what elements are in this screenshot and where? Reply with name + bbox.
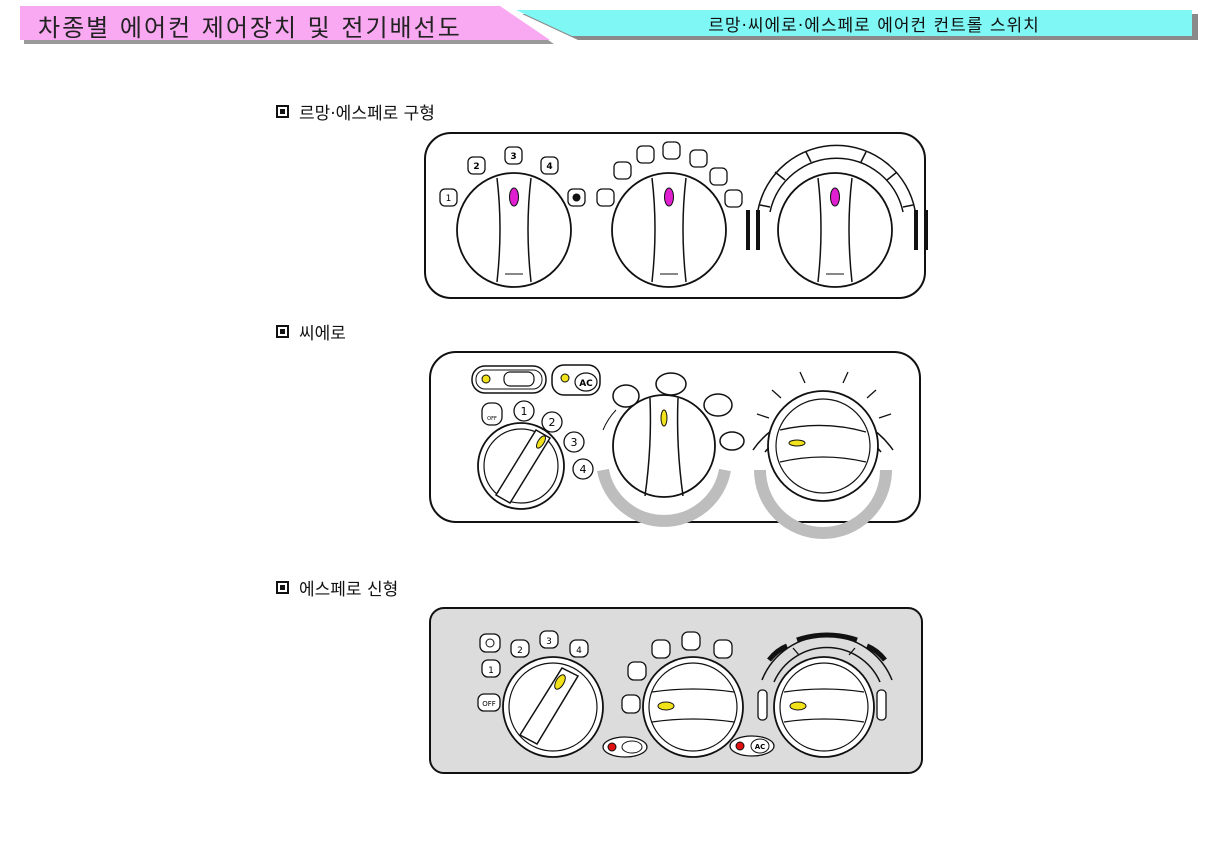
section-label-1: 르망·에스페로 구형 (276, 99, 435, 124)
square-bullet-icon (276, 581, 289, 594)
mode-floor-icon (703, 393, 733, 417)
mode-knob-3[interactable] (642, 656, 744, 758)
section-label-2-text: 씨에로 (299, 324, 346, 344)
temp-knob-2[interactable] (767, 390, 879, 502)
knob-indicator (660, 409, 668, 427)
knob-indicator (664, 187, 674, 207)
svg-text:3: 3 (571, 436, 578, 449)
mode-mix-icon (681, 631, 701, 651)
svg-text:3: 3 (546, 637, 552, 647)
svg-text:1: 1 (521, 405, 528, 418)
recirc-car-icon (621, 740, 643, 754)
svg-text:4: 4 (576, 646, 582, 656)
temp-knob-3[interactable] (773, 656, 875, 758)
header-left-bar (20, 6, 550, 40)
fan-speed-3-mark: 3 (504, 146, 523, 165)
section-label-2: 씨에로 (276, 319, 346, 344)
svg-text:1: 1 (488, 666, 494, 676)
mode-bilevel-icon (627, 661, 647, 681)
recirc-button-3[interactable] (602, 736, 648, 758)
fan-speed-2-mark: 2 (467, 156, 486, 175)
knob-indicator (657, 701, 675, 711)
header-right-title: 르망·씨에로·에스페로 에어컨 컨트롤 스위치 (708, 16, 1040, 36)
section-label-3-text: 에스페로 신형 (299, 580, 399, 600)
header-left-title: 차종별 에어컨 제어장치 및 전기배선도 (38, 14, 462, 42)
mode-vent-icon (621, 694, 641, 714)
svg-text:2: 2 (549, 416, 556, 429)
mode-floor-icon (662, 141, 681, 160)
svg-text:4: 4 (580, 463, 587, 476)
fan-speed-1-mark: 1 (439, 188, 458, 207)
recirc-car-icon (503, 371, 535, 387)
mode-bilevel-icon (636, 145, 655, 164)
mode-defrost-icon (713, 639, 733, 659)
fan-knob-2[interactable] (477, 422, 565, 510)
header-left: 차종별 에어컨 제어장치 및 전기배선도 (20, 6, 580, 44)
fan-icon (567, 188, 586, 207)
fan-icon (479, 633, 501, 653)
square-bullet-icon (276, 325, 289, 338)
knob-indicator (509, 187, 519, 207)
mode-recirc-icon (596, 188, 615, 207)
svg-text:AC: AC (579, 379, 593, 389)
section-label-3: 에스페로 신형 (276, 575, 398, 600)
recirc-led-icon (481, 374, 491, 384)
ac-led-icon (560, 373, 570, 383)
mode-vent-icon (612, 384, 640, 408)
fan-speed-marks-2: 1 2 3 4 OFF (481, 400, 594, 480)
svg-text:AC: AC (755, 743, 766, 751)
header-right: 르망·씨에로·에스페로 에어컨 컨트롤 스위치 (516, 10, 1198, 40)
header-right-bar (516, 10, 1192, 36)
svg-text:1: 1 (446, 194, 452, 204)
ac-led-icon (735, 741, 745, 751)
fan-knob-1[interactable] (456, 172, 572, 288)
knob-indicator (554, 674, 566, 690)
mode-buttons-2[interactable] (612, 372, 745, 451)
mode-bilevel-icon (655, 372, 687, 396)
svg-text:OFF: OFF (482, 700, 496, 708)
mode-vent-icon (613, 161, 632, 180)
square-bullet-icon (276, 105, 289, 118)
knob-indicator (789, 701, 807, 711)
recirc-led-icon (607, 742, 617, 752)
mode-knob-2[interactable] (612, 394, 716, 498)
mode-ring-2 (597, 409, 731, 527)
fan-speed-marks-3: 2 3 4 1 OFF (477, 630, 589, 712)
svg-text:2: 2 (517, 646, 523, 656)
ac-button-3[interactable]: AC (729, 735, 775, 757)
recirc-button[interactable] (471, 365, 547, 394)
section-label-1-text: 르망·에스페로 구형 (299, 104, 435, 124)
mode-mix-icon (689, 149, 708, 168)
mode-defrost-icon (724, 189, 743, 208)
mode-knob-1[interactable] (611, 172, 727, 288)
knob-indicator (536, 435, 546, 449)
mode-floor-icon (651, 639, 671, 659)
mode-defrost-mix-icon (709, 167, 728, 186)
fan-speed-4-mark: 4 (540, 156, 559, 175)
fan-knob-3[interactable] (502, 656, 604, 758)
fan-off-icon (481, 402, 503, 426)
temp-scale-1 (746, 144, 928, 250)
knob-indicator (830, 187, 840, 207)
mode-defrost-icon (719, 431, 745, 451)
svg-text:OFF: OFF (487, 416, 497, 422)
mode-icons (596, 141, 743, 208)
ac-button[interactable]: AC (551, 364, 601, 396)
svg-text:3: 3 (510, 152, 516, 162)
temp-scale-3 (757, 632, 893, 721)
mode-icons-3 (621, 631, 733, 714)
knob-indicator (788, 439, 806, 447)
svg-text:2: 2 (473, 162, 479, 172)
svg-text:4: 4 (546, 162, 552, 172)
temp-knob-1[interactable] (777, 172, 893, 288)
